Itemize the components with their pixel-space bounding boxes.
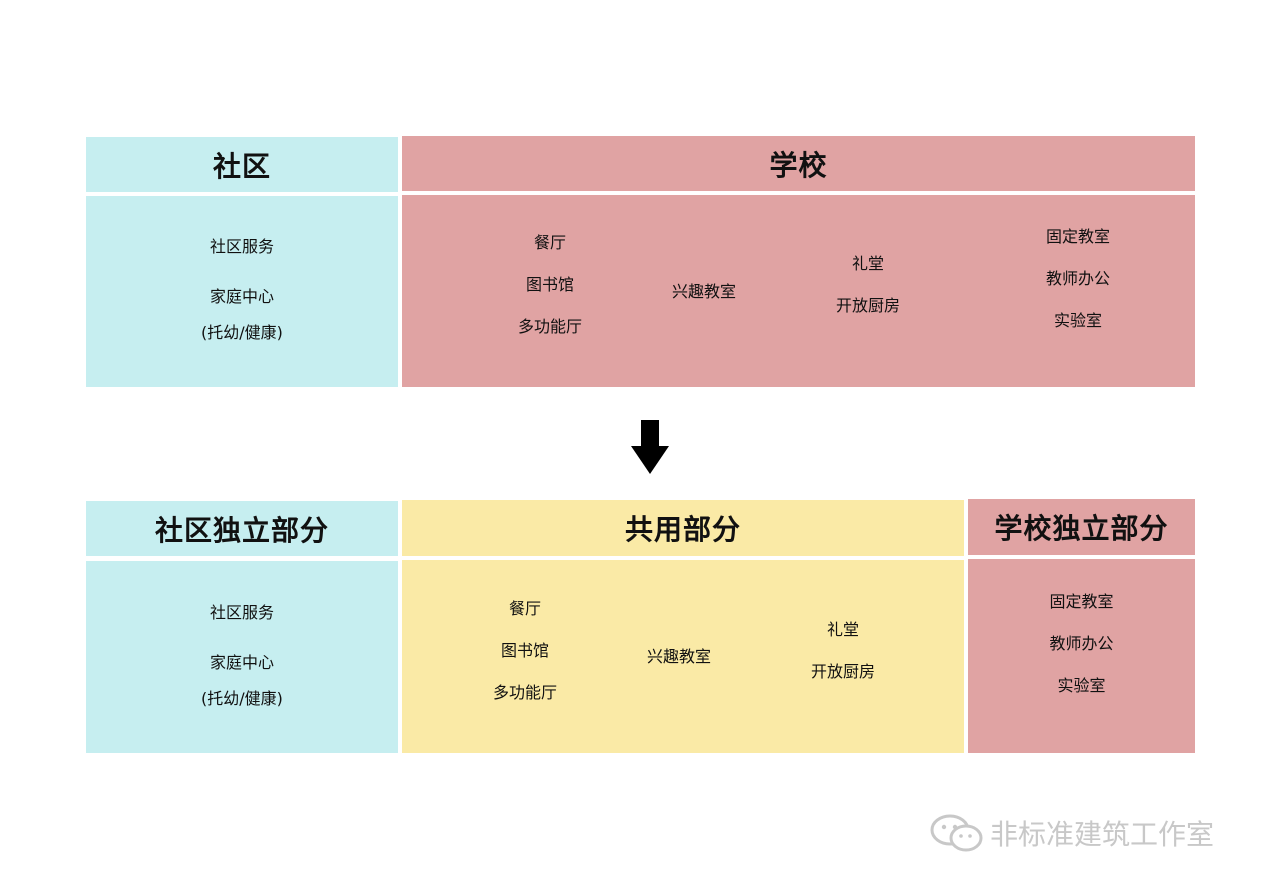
bottom-shared-group-hall: 礼堂 开放厨房 [771, 609, 915, 693]
list-item: 餐厅 [533, 233, 566, 252]
bottom-school-header-label: 学校独立部分 [994, 512, 1169, 545]
list-item: 开放厨房 [835, 296, 900, 315]
top-community-body: 社区服务 家庭中心 (托幼/健康) [86, 196, 398, 387]
top-community-item: 家庭中心 [209, 287, 274, 306]
bottom-community-header: 社区独立部分 [86, 501, 398, 556]
list-item: 多功能厅 [517, 317, 582, 336]
list-item: 礼堂 [851, 254, 884, 273]
top-community-header: 社区 [86, 137, 398, 192]
top-school-group-dining: 餐厅 图书馆 多功能厅 [480, 222, 620, 348]
top-school-group-hall: 礼堂 开放厨房 [796, 243, 940, 327]
top-community-header-label: 社区 [212, 149, 271, 183]
top-school-header-label: 学校 [769, 148, 828, 182]
top-school-group-interest: 兴趣教室 [632, 271, 776, 313]
list-item: 教师办公 [1045, 269, 1110, 288]
list-item: 兴趣教室 [671, 282, 736, 301]
list-item: 固定教室 [1049, 592, 1114, 611]
list-item: 餐厅 [508, 599, 541, 618]
bottom-shared-body: 餐厅 图书馆 多功能厅 兴趣教室 礼堂 开放厨房 [402, 560, 964, 753]
down-arrow-icon [631, 420, 669, 474]
top-school-header: 学校 [402, 136, 1195, 191]
bottom-school-header: 学校独立部分 [968, 499, 1195, 555]
watermark-text: 非标准建筑工作室 [990, 818, 1215, 851]
bottom-school-items: 固定教室 教师办公 实验室 [968, 581, 1195, 707]
bottom-community-item: 家庭中心 [209, 653, 274, 672]
bottom-school-body: 固定教室 教师办公 实验室 [968, 559, 1195, 753]
list-item: 教师办公 [1049, 634, 1114, 653]
list-item: 图书馆 [500, 641, 549, 660]
bottom-shared-group-dining: 餐厅 图书馆 多功能厅 [455, 588, 595, 714]
bottom-community-item: 社区服务 [209, 603, 274, 622]
list-item: 开放厨房 [810, 662, 875, 681]
watermark: 非标准建筑工作室 [928, 812, 1214, 854]
wechat-icon [928, 812, 986, 854]
top-community-item: 社区服务 [209, 237, 274, 256]
list-item: 图书馆 [525, 275, 574, 294]
bottom-shared-header: 共用部分 [402, 500, 964, 556]
top-community-items: 社区服务 家庭中心 (托幼/健康) [86, 226, 398, 348]
list-item: 礼堂 [826, 620, 859, 639]
bottom-community-header-label: 社区独立部分 [154, 513, 329, 547]
top-community-item: (托幼/健康) [201, 323, 283, 342]
bottom-community-items: 社区服务 家庭中心 (托幼/健康) [86, 592, 398, 714]
top-school-body: 餐厅 图书馆 多功能厅 兴趣教室 礼堂 开放厨房 固定教室 教师办公 实验室 [402, 195, 1195, 387]
bottom-community-item: (托幼/健康) [201, 689, 283, 708]
bottom-shared-header-label: 共用部分 [624, 513, 741, 546]
list-item: 实验室 [1053, 311, 1102, 330]
list-item: 固定教室 [1045, 227, 1110, 246]
bottom-community-body: 社区服务 家庭中心 (托幼/健康) [86, 561, 398, 753]
list-item: 兴趣教室 [646, 647, 711, 666]
list-item: 实验室 [1057, 676, 1106, 695]
list-item: 多功能厅 [492, 683, 557, 702]
top-school-group-classroom: 固定教室 教师办公 实验室 [1006, 216, 1150, 342]
bottom-shared-group-interest: 兴趣教室 [607, 636, 751, 678]
